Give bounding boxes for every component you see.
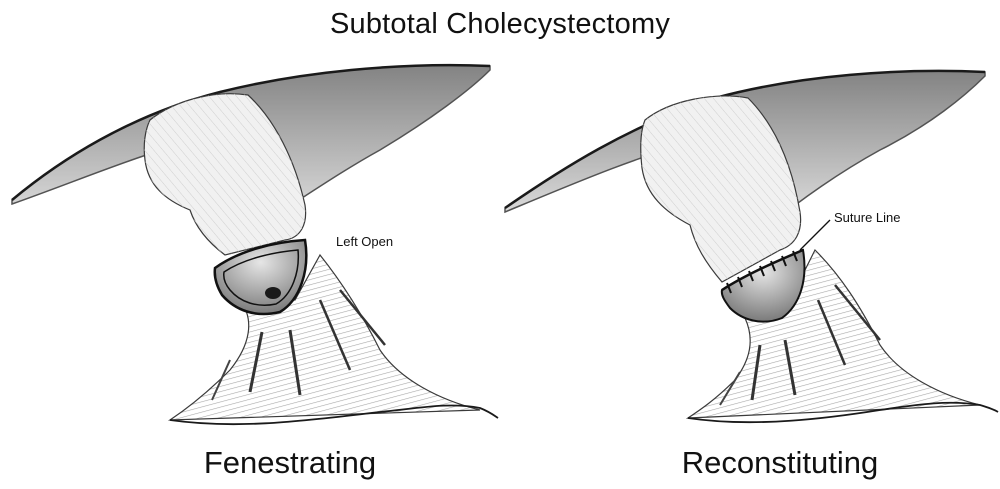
figure-title: Subtotal Cholecystectomy [329,8,671,40]
caption-fenestrating: Fenestrating [203,445,377,480]
left-panel [11,63,499,426]
gallbladder-remnant-open [213,238,308,316]
suture-stitches [726,250,798,294]
biliary-ducts-right [685,248,981,419]
annotation-left-open: Left Open [336,234,394,249]
caption-reconstituting: Reconstituting [681,445,879,480]
suture-leader-line [799,219,831,251]
cystic-duct-opening [265,287,281,299]
annotation-suture-line: Suture Line [834,210,901,225]
right-panel [504,69,999,424]
